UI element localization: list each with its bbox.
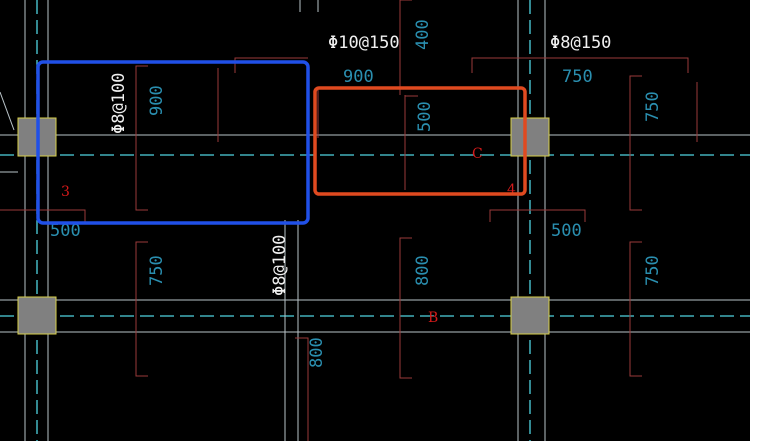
highlight-box-blue [36, 60, 310, 225]
rebar-label-top-right: Φ8@150 [550, 33, 611, 53]
dim-750-top: 750 [562, 67, 593, 87]
rebar-label-center-vertical: Φ8@100 [270, 235, 290, 296]
dim-900-mid: 900 [343, 67, 374, 87]
rebar-label-left-vertical: Φ8@100 [109, 73, 129, 134]
rebar-leaders [0, 0, 698, 441]
dim-500-right: 500 [551, 221, 582, 241]
dim-top-400: 400 [413, 19, 433, 50]
dim-750-right: 750 [643, 91, 663, 122]
dim-750-left-low: 750 [147, 255, 167, 286]
rebar-label-top-mid: Φ10@150 [328, 33, 400, 53]
column-b4 [510, 296, 550, 335]
dim-500-left: 500 [50, 221, 81, 241]
dim-800-bottom: 800 [307, 337, 327, 368]
highlight-box-orange [313, 86, 527, 196]
dim-750-right-low: 750 [643, 255, 663, 286]
marker-b: B [428, 310, 438, 326]
dim-900-left: 900 [147, 85, 167, 116]
columns [17, 117, 550, 335]
column-c4 [510, 117, 550, 157]
dim-800-mid-low: 800 [413, 255, 433, 286]
marker-4: 4 [507, 182, 516, 198]
dim-500-mid: 500 [415, 101, 435, 132]
marker-3: 3 [61, 184, 70, 200]
marker-c: C [472, 146, 483, 162]
column-b3 [17, 296, 57, 335]
